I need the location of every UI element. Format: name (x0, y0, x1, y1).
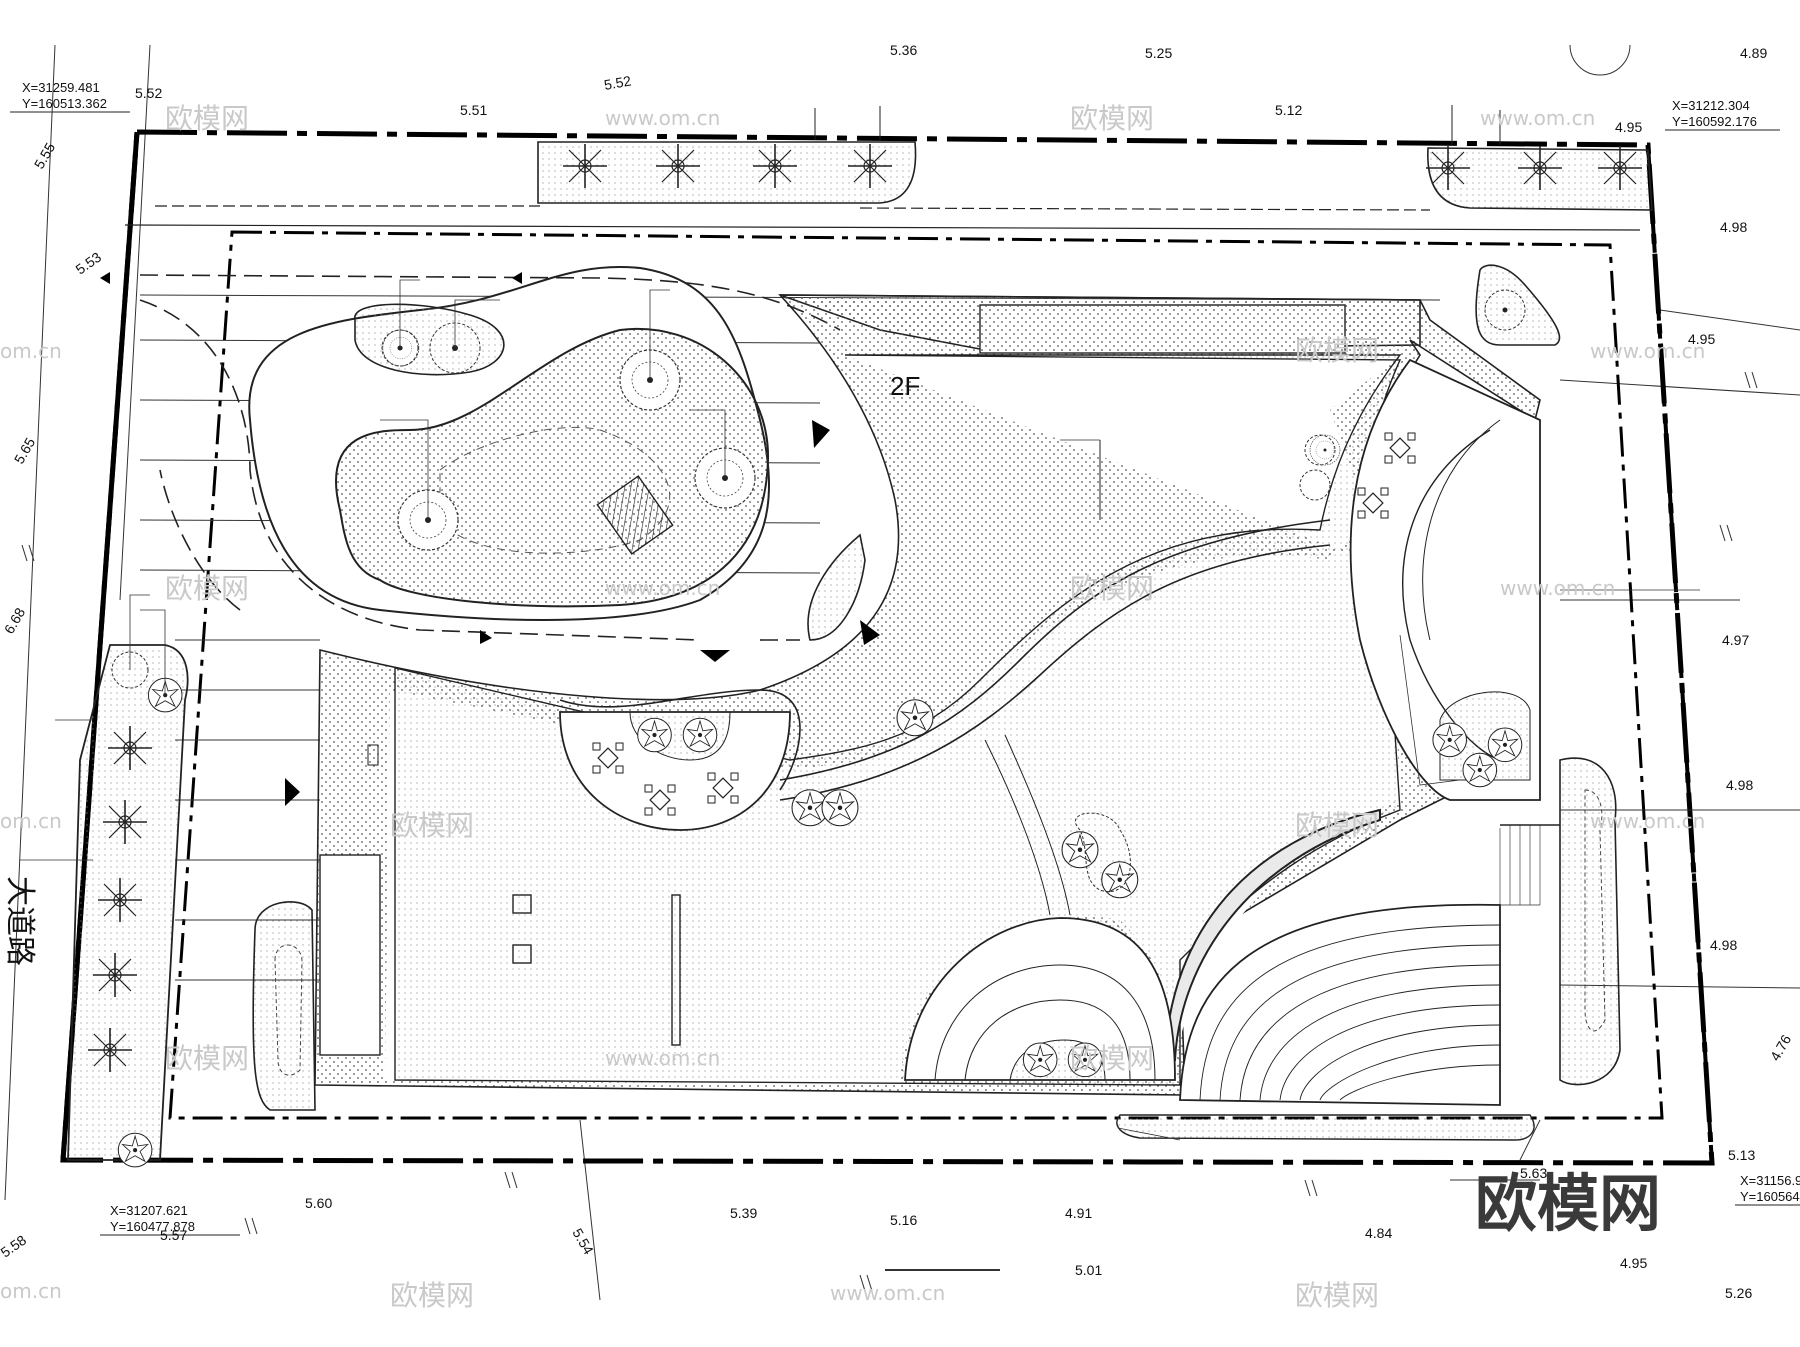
elev-right-1: 4.98 (1720, 219, 1747, 235)
elev-bottom-5: 5.39 (730, 1205, 757, 1221)
elev-left-4: 6.68 (1, 605, 29, 637)
watermark-brand: 欧模网 (1070, 1042, 1154, 1075)
watermark-brand: 欧模网 (390, 809, 474, 842)
coord-bottom-left-x: X=31207.621 (110, 1203, 188, 1218)
elev-bottom-4: 5.54 (569, 1226, 597, 1258)
sinuous-path (559, 519, 1331, 801)
elev-bottom-11: 5.26 (1725, 1285, 1752, 1301)
watermark-url: www.om.cn (605, 106, 720, 130)
break-marks (21, 371, 1758, 1292)
elev-left-2: 5.53 (73, 249, 105, 278)
watermark-brand: 欧模网 (165, 1042, 249, 1075)
elev-right-6: 4.76 (1767, 1032, 1795, 1064)
amphitheater-steps (1163, 808, 1560, 1106)
elev-top-4: 5.36 (890, 42, 917, 58)
watermark-url: www.om.cn (1480, 106, 1595, 130)
inner-setback-line (168, 230, 1664, 1120)
coord-bottom-right-x: X=31156.96 (1740, 1173, 1800, 1188)
road-label: 大道路 (3, 876, 36, 966)
elev-right-4: 4.98 (1726, 777, 1753, 793)
elev-bottom-6: 5.16 (890, 1212, 917, 1228)
coord-top-right-x: X=31212.304 (1672, 98, 1750, 113)
elev-bottom-7: 4.91 (1065, 1205, 1092, 1221)
elev-top-1: 5.52 (135, 85, 162, 101)
watermark-url: www.om.cn (1590, 339, 1705, 363)
elev-top-7: 4.89 (1740, 45, 1767, 61)
bottom-planting-strip (1116, 1114, 1535, 1141)
watermark-brand: 欧模网 (1295, 809, 1379, 842)
elev-top-8: 4.95 (1615, 119, 1642, 135)
watermark-brand: 欧模网 (390, 1279, 474, 1312)
watermark-brand: 欧模网 (1070, 572, 1154, 605)
elev-bottom-9: 4.84 (1365, 1225, 1392, 1241)
left-planting-belt (67, 644, 189, 1168)
elev-bottom-12: 5.63 (1520, 1165, 1547, 1181)
elev-top-3: 5.52 (603, 72, 633, 93)
annotation-leaders (20, 279, 1700, 1141)
elev-bottom-2: 5.57 (160, 1227, 187, 1243)
coord-bottom-left-y: Y=160477.878 (110, 1219, 195, 1234)
circular-plaza (904, 917, 1176, 1081)
elev-right-3: 4.97 (1722, 632, 1749, 648)
coord-top-left-x: X=31259.481 (22, 80, 100, 95)
top-planting-strip-left (537, 106, 917, 204)
elev-right-5: 4.98 (1710, 937, 1737, 953)
watermark-url: www.om.cn (605, 576, 720, 600)
elev-left-3: 5.65 (11, 435, 39, 467)
top-planting-strip-right (1425, 105, 1653, 211)
left-inner-planter (252, 854, 381, 1111)
stepping-path (984, 734, 1071, 916)
watermark-brand: 欧模网 (1295, 334, 1379, 367)
elev-top-5: 5.25 (1145, 45, 1172, 61)
watermark-url: www.om.cn (830, 1281, 945, 1305)
watermark-brand: 欧模网 (1295, 1279, 1379, 1312)
elev-right-7: 5.13 (1728, 1147, 1755, 1163)
direction-arrow-icon (100, 272, 880, 806)
watermark-brand: 欧模网 (165, 102, 249, 135)
floor-label: 2F (890, 371, 920, 401)
coordinate-callouts: X=31259.481 Y=160513.362 X=31212.304 Y=1… (10, 80, 1800, 1236)
coord-top-left-y: Y=160513.362 (22, 96, 107, 111)
small-planter (1074, 812, 1131, 893)
right-planting-belt (1559, 757, 1621, 1086)
corner-triangle-planter (1475, 264, 1561, 346)
right-seating-terrace (1299, 358, 1541, 801)
watermark-url: www.om.cn (1500, 576, 1615, 600)
watermark-url: www.om.cn (605, 1046, 720, 1070)
top-sidewalk (124, 205, 1641, 231)
plaza-details (367, 440, 1101, 1046)
elev-top-6: 5.12 (1275, 102, 1302, 118)
elev-bottom-3: 5.60 (305, 1195, 332, 1211)
leaf-planter (807, 533, 866, 641)
elev-right-2: 4.95 (1688, 331, 1715, 347)
watermark-url: om.cn (0, 1279, 62, 1303)
coord-top-right-y: Y=160592.176 (1672, 114, 1757, 129)
elev-bottom-10: 4.95 (1620, 1255, 1647, 1271)
elev-left-1: 5.55 (31, 140, 59, 172)
watermark-brand: 欧模网 (1070, 102, 1154, 135)
watermark-logo: 欧模网 (1475, 1167, 1661, 1240)
watermark-layer: 欧模网 www.om.cn 欧模网 www.om.cn om.cn 欧模网 ww… (0, 102, 1705, 1312)
central-seating-planter (559, 711, 791, 831)
watermark-url: om.cn (0, 339, 62, 363)
watermark-url: www.om.cn (1590, 809, 1705, 833)
watermark-url: om.cn (0, 809, 62, 833)
elev-bottom-8: 5.01 (1075, 1262, 1102, 1278)
elev-bottom-1: 5.58 (0, 1232, 29, 1261)
watermark-brand: 欧模网 (165, 572, 249, 605)
elev-top-2: 5.51 (460, 102, 487, 118)
coord-bottom-right-y: Y=160564.14 (1740, 1189, 1800, 1204)
pond-lawn-area (248, 266, 771, 621)
